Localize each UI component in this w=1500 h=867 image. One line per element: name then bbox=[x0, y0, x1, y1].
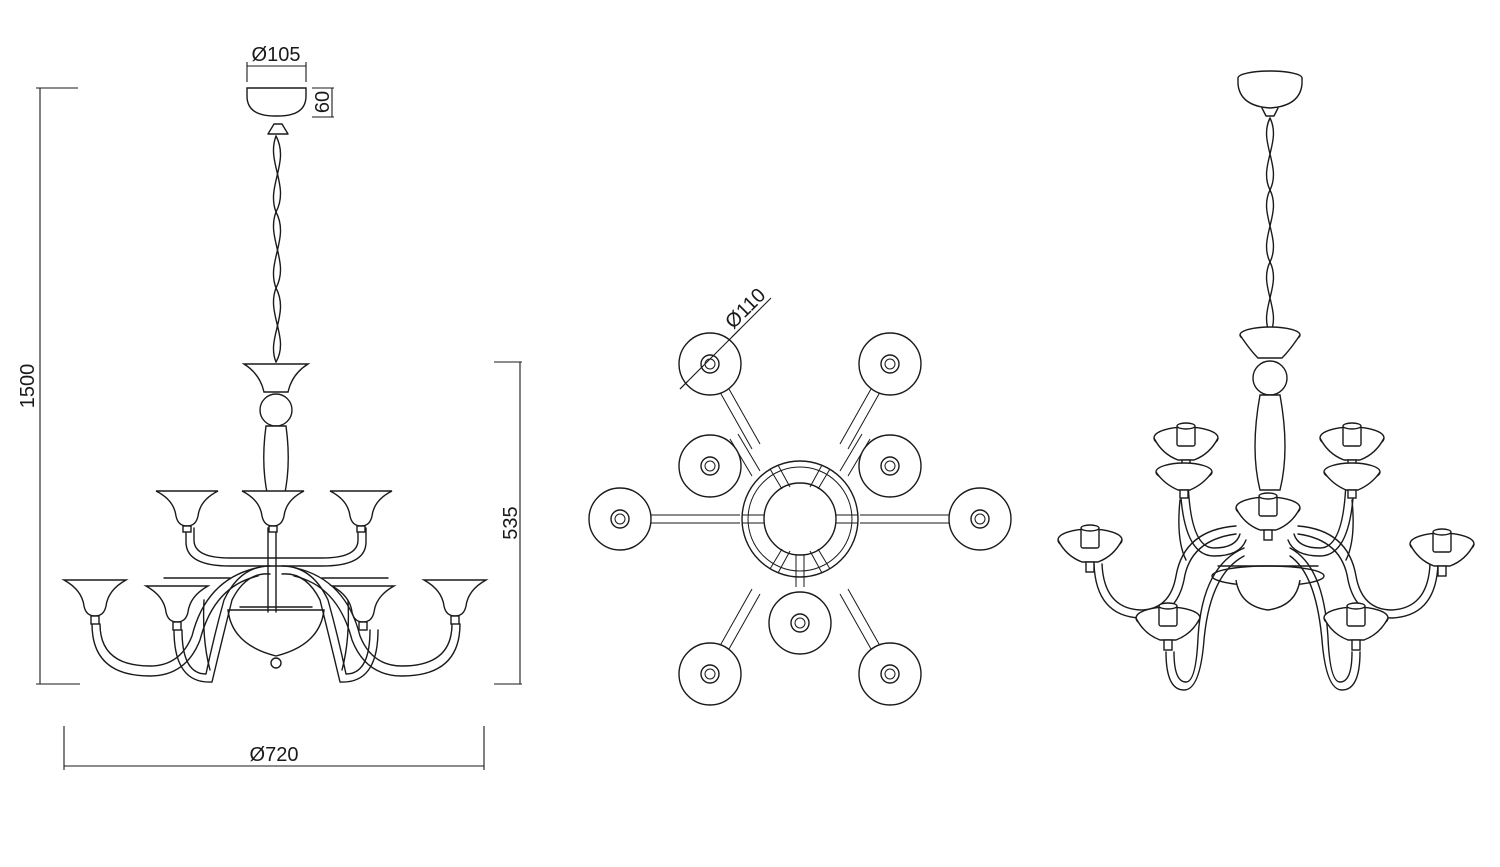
canopy-diameter-label: Ø105 bbox=[252, 44, 301, 66]
perspective-view bbox=[1057, 70, 1475, 691]
canopy bbox=[246, 87, 307, 135]
front-dimensions: 1500 Ø105 60 535 Ø720 bbox=[17, 44, 522, 770]
front-cups-lower bbox=[61, 577, 489, 631]
top-view-hub bbox=[741, 460, 859, 578]
perspective-bowl bbox=[1211, 565, 1325, 611]
perspective-chain bbox=[1265, 117, 1275, 335]
top-view: Ø110 bbox=[588, 284, 1012, 706]
central-stem bbox=[241, 363, 311, 506]
chain bbox=[272, 135, 282, 363]
lower-arms bbox=[91, 565, 461, 683]
upper-arms bbox=[185, 527, 367, 613]
overall-diameter-label: Ø720 bbox=[250, 744, 299, 766]
front-cups-upper bbox=[155, 490, 393, 533]
lower-bowl bbox=[227, 606, 325, 669]
cup-diameter-label: Ø110 bbox=[721, 284, 770, 333]
top-view-cups-inner bbox=[678, 434, 922, 655]
perspective-arms bbox=[1093, 479, 1439, 691]
perspective-canopy bbox=[1237, 70, 1303, 117]
total-height-label: 1500 bbox=[17, 364, 39, 409]
body-height-label: 535 bbox=[500, 506, 522, 539]
front-view: 1500 Ø105 60 535 Ø720 bbox=[17, 44, 522, 770]
perspective-cups bbox=[1057, 422, 1475, 651]
canopy-height-label: 60 bbox=[312, 91, 334, 113]
perspective-stem bbox=[1239, 326, 1301, 491]
top-view-cups-outer bbox=[588, 332, 1012, 706]
